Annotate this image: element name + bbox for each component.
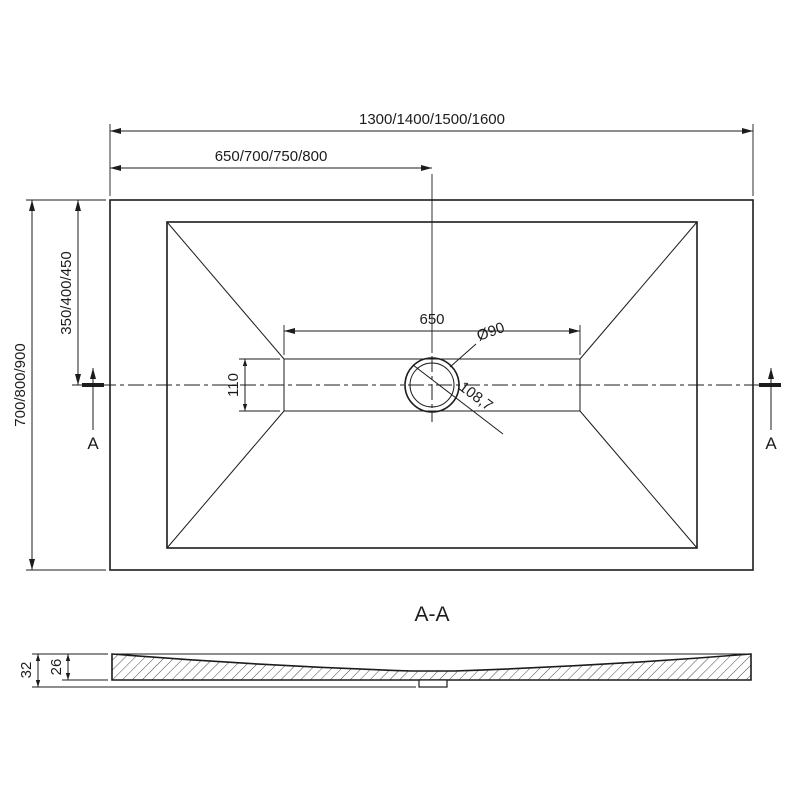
slope-lines bbox=[166, 221, 698, 549]
slope-line bbox=[166, 221, 285, 360]
dim-half-width-label: 650/700/750/800 bbox=[215, 148, 328, 165]
plan-view: A A bbox=[72, 199, 781, 571]
section-view: A-A 32 26 bbox=[18, 603, 752, 688]
dim-overall-depth: 700/800/900 bbox=[12, 199, 106, 571]
section-label-right: A bbox=[765, 434, 777, 453]
plan-dimensions: 1300/1400/1500/1600 650/700/750/800 700/… bbox=[12, 111, 754, 571]
leader-line bbox=[412, 364, 504, 435]
dim-overall-width-label: 1300/1400/1500/1600 bbox=[359, 111, 505, 128]
section-label-left: A bbox=[87, 434, 99, 453]
dim-section-height-base-label: 26 bbox=[48, 659, 65, 676]
dim-drain-diameter-label: Ø90 bbox=[475, 319, 507, 345]
dim-drain-diagonal-label: 108,7 bbox=[456, 378, 496, 414]
section-drain-outlet bbox=[418, 679, 448, 688]
dim-channel-length-label: 650 bbox=[419, 311, 444, 328]
dim-drain-diameter: Ø90 bbox=[449, 319, 507, 368]
dim-channel-width: 110 bbox=[225, 358, 280, 412]
slope-line bbox=[579, 410, 698, 549]
dim-half-depth-label: 350/400/450 bbox=[58, 251, 75, 334]
section-cut-markers: A A bbox=[82, 368, 781, 453]
dim-overall-depth-label: 700/800/900 bbox=[12, 343, 29, 426]
dim-half-depth: 350/400/450 bbox=[58, 200, 81, 385]
slope-line bbox=[166, 410, 285, 549]
section-title: A-A bbox=[414, 603, 449, 626]
dim-channel-width-label: 110 bbox=[225, 373, 242, 397]
leader-line bbox=[449, 343, 477, 368]
dim-half-width: 650/700/750/800 bbox=[110, 148, 433, 353]
dim-section-height-total-label: 32 bbox=[18, 662, 35, 679]
section-profile bbox=[111, 653, 752, 681]
dim-section-height-base: 26 bbox=[48, 654, 108, 681]
dim-overall-width: 1300/1400/1500/1600 bbox=[109, 111, 754, 196]
dim-channel-length: 650 bbox=[283, 311, 581, 355]
slope-line bbox=[579, 221, 698, 360]
